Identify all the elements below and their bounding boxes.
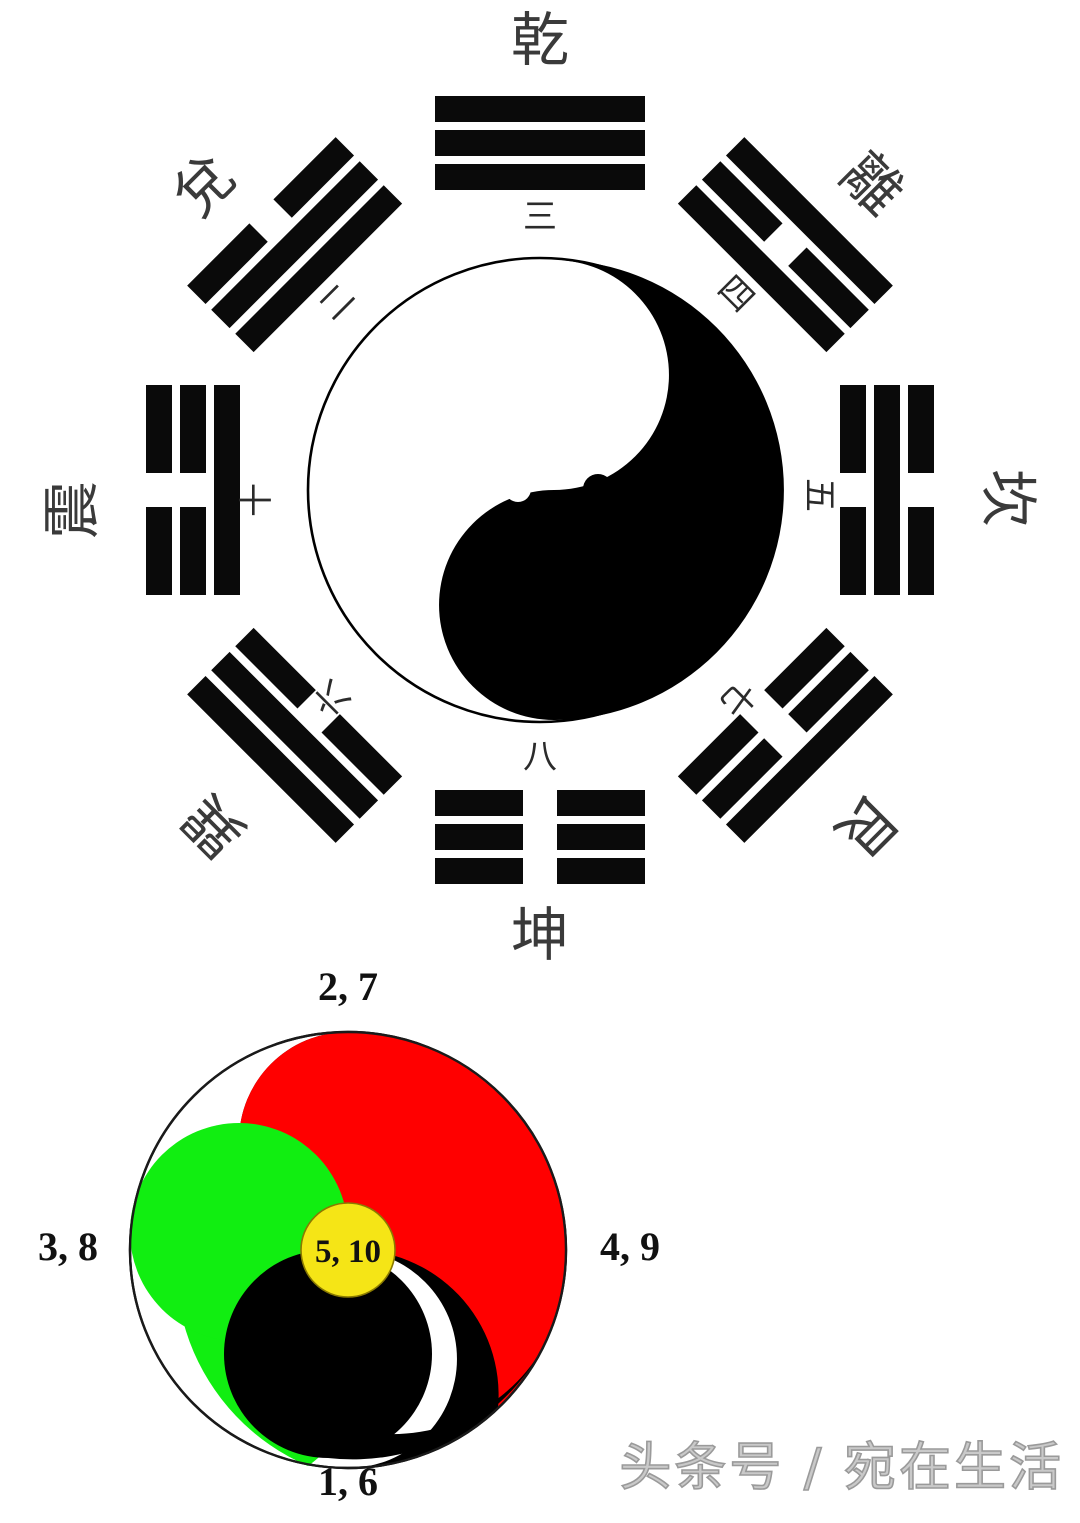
bar-broken-right bbox=[435, 824, 523, 850]
taiji-swirl-tail bbox=[554, 442, 771, 720]
bar-broken-left bbox=[557, 824, 645, 850]
taiji-symbol bbox=[306, 256, 784, 724]
bar-broken-left bbox=[180, 507, 206, 595]
bar-broken-right bbox=[146, 385, 172, 473]
bar-solid bbox=[235, 185, 403, 353]
bagua-svg: 乾 三 兌 二 離 四 bbox=[38, 6, 1042, 969]
bar-broken-left bbox=[788, 651, 869, 733]
bar-solid bbox=[725, 675, 893, 843]
spiral-svg: 5, 10 2, 7 4, 9 1, 6 3, 8 bbox=[38, 964, 660, 1504]
bar-broken-right bbox=[235, 627, 316, 709]
trigram-number-kan: 五 bbox=[799, 478, 839, 512]
bar-broken-right bbox=[180, 385, 206, 473]
bar-broken-left bbox=[557, 790, 645, 816]
trigram-zhen: 震 十 bbox=[38, 385, 277, 595]
trigram-name-gen: 艮 bbox=[823, 782, 912, 871]
bagua-diagram: 乾 三 兌 二 離 四 bbox=[38, 6, 1042, 969]
bar-solid bbox=[874, 385, 900, 595]
bar-broken-right bbox=[840, 507, 866, 595]
five-element-spiral-diagram: 5, 10 2, 7 4, 9 1, 6 3, 8 bbox=[0, 960, 1080, 1518]
watermark-text: 头条号 / 宛在生活 bbox=[619, 1437, 1064, 1499]
taiji-yang-dot bbox=[583, 474, 613, 504]
spiral-center-label: 5, 10 bbox=[315, 1234, 381, 1270]
trigram-dui: 兌 二 bbox=[159, 137, 403, 353]
spiral-label-bottom: 1, 6 bbox=[318, 1459, 378, 1504]
bar-broken-right bbox=[435, 790, 523, 816]
bar-solid bbox=[211, 161, 379, 329]
spiral-center-circle bbox=[300, 1202, 396, 1298]
bar-broken-right bbox=[701, 738, 783, 819]
bar-broken-right bbox=[788, 247, 869, 329]
trigram-name-dui: 兌 bbox=[159, 141, 248, 230]
trigram-gen: 艮 七 bbox=[677, 627, 912, 871]
bar-solid bbox=[677, 185, 845, 353]
bar-broken-left bbox=[840, 385, 866, 473]
trigram-number-kun: 八 bbox=[523, 737, 557, 777]
trigram-name-xun: 巽 bbox=[169, 782, 258, 871]
spiral-black-lobe bbox=[224, 1250, 432, 1458]
bar-solid bbox=[435, 164, 645, 190]
bar-broken-left bbox=[764, 627, 845, 709]
spiral-label-left: 3, 8 bbox=[38, 1224, 98, 1269]
trigram-number-zhen: 十 bbox=[237, 483, 277, 517]
spiral-label-top: 2, 7 bbox=[318, 964, 378, 1009]
bar-broken-right bbox=[435, 858, 523, 884]
bar-broken-left bbox=[187, 223, 268, 305]
trigram-qian: 乾 三 bbox=[435, 6, 645, 237]
bar-broken-left bbox=[557, 858, 645, 884]
trigram-li: 離 四 bbox=[677, 137, 917, 353]
bar-broken-left bbox=[321, 714, 403, 795]
trigram-number-gen: 七 bbox=[712, 672, 764, 724]
spiral-label-right: 4, 9 bbox=[600, 1224, 660, 1269]
trigram-name-kan: 坎 bbox=[974, 469, 1042, 527]
spiral-rim bbox=[128, 1030, 568, 1470]
bar-broken-right bbox=[273, 137, 355, 218]
bar-solid bbox=[187, 675, 355, 843]
bar-solid bbox=[725, 137, 893, 305]
trigram-number-qian: 三 bbox=[523, 197, 557, 237]
bar-solid bbox=[435, 130, 645, 156]
taiji-yin-dot bbox=[505, 476, 531, 502]
trigram-name-qian: 乾 bbox=[511, 6, 569, 74]
bar-broken-right bbox=[908, 507, 934, 595]
bar-broken-right bbox=[677, 714, 759, 795]
trigram-kan: 坎 五 bbox=[799, 385, 1042, 595]
bar-broken-left bbox=[908, 385, 934, 473]
trigram-xun: 巽 六 bbox=[169, 627, 403, 871]
bar-broken-left bbox=[701, 161, 783, 242]
trigram-name-kun: 坤 bbox=[511, 901, 569, 969]
trigram-number-xun: 六 bbox=[306, 672, 358, 724]
bar-solid bbox=[211, 651, 379, 819]
trigram-name-zhen: 震 bbox=[38, 481, 106, 539]
bar-solid bbox=[435, 96, 645, 122]
trigram-name-li: 離 bbox=[828, 139, 917, 228]
trigram-kun: 坤 八 bbox=[435, 737, 645, 969]
spiral-black-tail bbox=[328, 1346, 544, 1460]
bar-solid bbox=[214, 385, 240, 595]
bar-broken-left bbox=[146, 507, 172, 595]
